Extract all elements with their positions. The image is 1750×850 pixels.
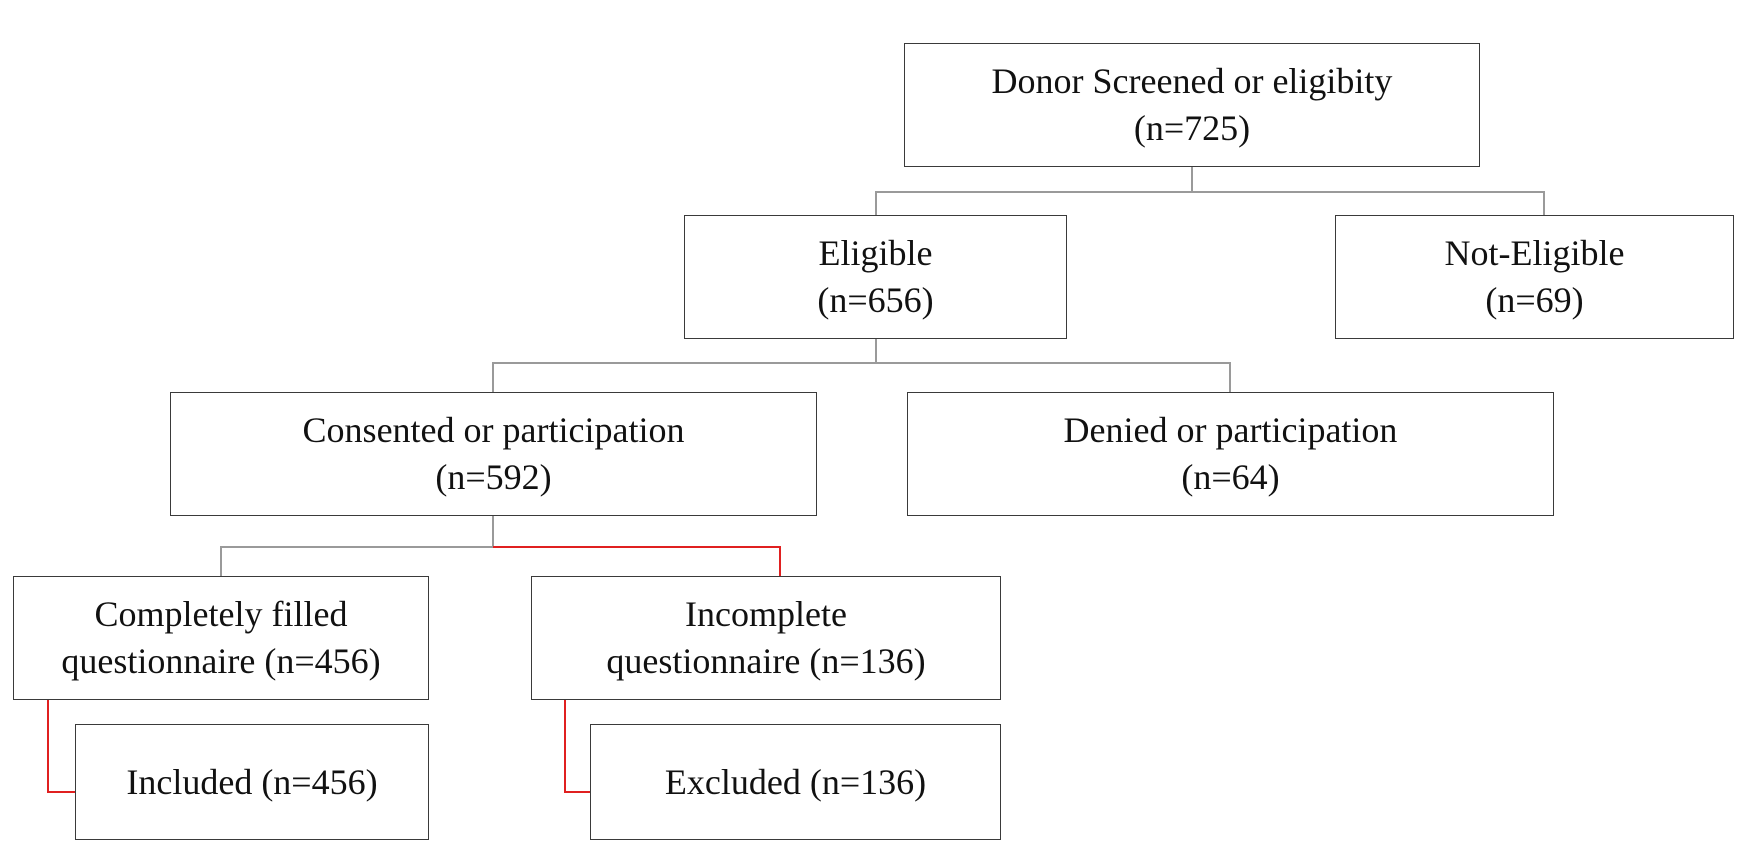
not-eligible-count: (n=69) [1485,280,1584,320]
consented-count: (n=592) [435,457,552,497]
not-eligible-label: Not-Eligible [1444,233,1625,274]
denied-count: (n=64) [1181,457,1280,497]
connector-complete-to-included [47,700,75,793]
complete-box: Completely filled questionnaire (n=456) [13,576,429,700]
denied-label: Denied or participation [1063,410,1398,451]
complete-label: Completely filled [94,594,348,635]
not-eligible-box: Not-Eligible (n=69) [1335,215,1734,339]
incomplete-label-line2: questionnaire (n=136) [606,641,926,681]
included-label: Included (n=456) [126,761,378,802]
connector-eligible-to-consented [492,339,877,392]
screened-count: (n=725) [1133,108,1251,148]
connector-screened-to-eligible [875,167,1193,215]
connector-consented-to-incomplete [493,546,781,576]
connector-incomplete-to-excluded [564,700,590,793]
included-box: Included (n=456) [75,724,429,840]
screened-label: Donor Screened or eligibity [991,61,1393,102]
screened-box: Donor Screened or eligibity (n=725) [904,43,1480,167]
excluded-box: Excluded (n=136) [590,724,1001,840]
denied-box: Denied or participation (n=64) [907,392,1554,516]
connector-consented-to-complete [220,516,494,576]
excluded-label: Excluded (n=136) [664,761,927,802]
incomplete-label: Incomplete [685,594,847,635]
connector-screened-to-not-eligible [1192,191,1545,215]
consented-label: Consented or participation [302,410,685,451]
eligible-label: Eligible [818,233,933,274]
eligible-box: Eligible (n=656) [684,215,1067,339]
complete-label-line2: questionnaire (n=456) [61,641,381,681]
eligible-count: (n=656) [817,280,934,320]
incomplete-box: Incomplete questionnaire (n=136) [531,576,1001,700]
connector-eligible-to-denied [876,362,1231,392]
consented-box: Consented or participation (n=592) [170,392,817,516]
